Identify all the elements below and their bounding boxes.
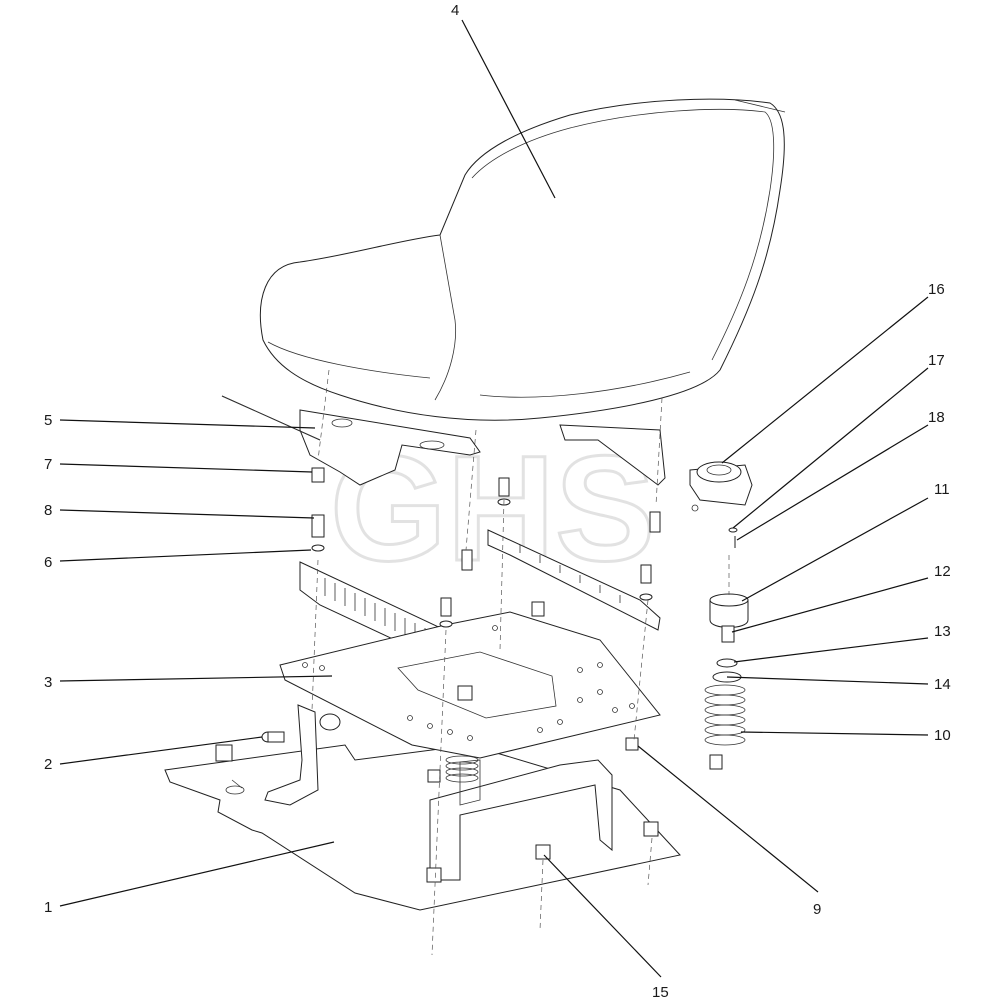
seat <box>259 98 786 421</box>
callout-3: 3 <box>44 674 52 691</box>
callout-17: 17 <box>928 352 945 369</box>
callout-1: 1 <box>44 899 52 916</box>
callout-8: 8 <box>44 502 52 519</box>
leader-lines <box>59 19 929 978</box>
callout-2: 2 <box>44 756 52 773</box>
damper-unit <box>689 461 753 512</box>
callout-5: 5 <box>44 412 52 429</box>
callout-6: 6 <box>44 554 52 571</box>
callout-4: 4 <box>451 2 459 19</box>
callout-12: 12 <box>934 563 951 580</box>
callout-10: 10 <box>934 727 951 744</box>
callout-labels: 4 5 7 8 6 3 2 1 16 17 18 11 12 13 14 10 … <box>44 2 951 1000</box>
hardware-bolts <box>215 467 661 883</box>
slide-rail-assembly <box>221 395 666 486</box>
callout-13: 13 <box>934 623 951 640</box>
callout-15: 15 <box>652 984 669 1000</box>
callout-7: 7 <box>44 456 52 473</box>
assembly-lines <box>311 369 730 956</box>
small-fasteners <box>728 527 738 548</box>
pivot-lever <box>261 704 341 806</box>
callout-18: 18 <box>928 409 945 426</box>
spring-stack <box>704 593 749 770</box>
callout-11: 11 <box>934 481 950 498</box>
callout-16: 16 <box>928 281 945 298</box>
mounting-plate <box>279 611 661 759</box>
callout-14: 14 <box>934 676 951 693</box>
callout-9: 9 <box>813 901 821 918</box>
